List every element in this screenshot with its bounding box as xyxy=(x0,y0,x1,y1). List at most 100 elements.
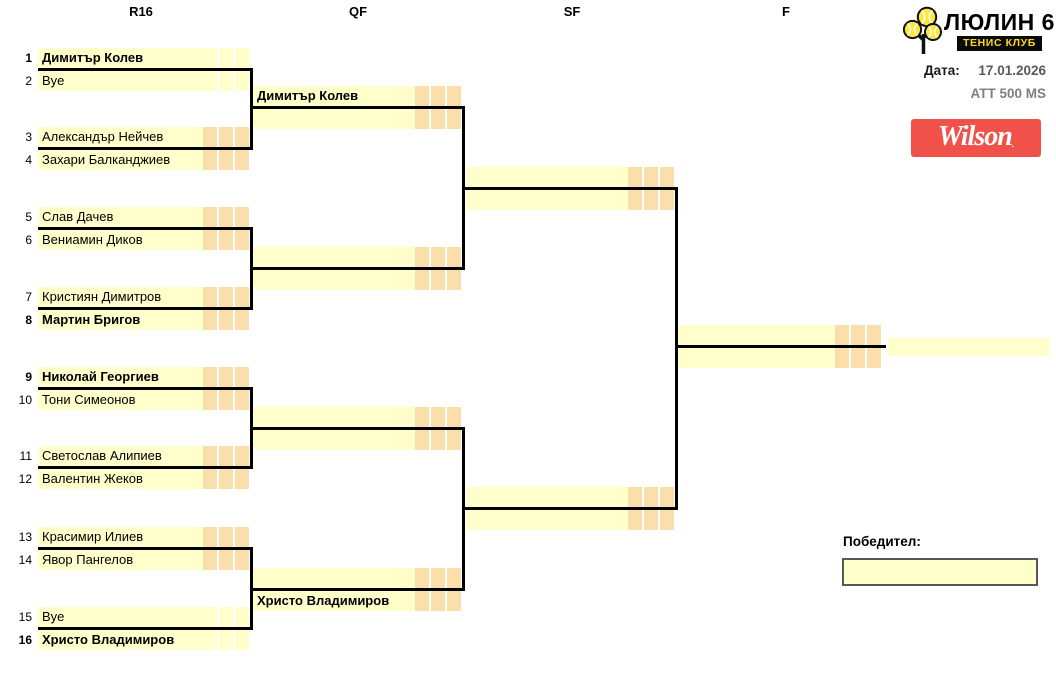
final-player-slot[interactable] xyxy=(678,325,837,345)
r16-player-slot[interactable]: Светослав Алипиев xyxy=(38,446,205,466)
score-cell[interactable] xyxy=(235,630,249,650)
score-cell[interactable] xyxy=(415,591,429,611)
score-cell[interactable] xyxy=(235,390,249,410)
score-cell[interactable] xyxy=(447,109,461,129)
r16-player-slot[interactable]: Кристиян Димитров xyxy=(38,287,205,307)
score-cell[interactable] xyxy=(660,167,674,187)
score-cell[interactable] xyxy=(219,71,233,91)
score-cell[interactable] xyxy=(644,487,658,507)
r16-player-slot[interactable]: Валентин Жеков xyxy=(38,469,205,489)
score-cell[interactable] xyxy=(203,390,217,410)
score-cell[interactable] xyxy=(835,325,849,345)
score-cell[interactable] xyxy=(431,568,445,588)
qf-player-slot[interactable]: Димитър Колев xyxy=(253,86,417,106)
score-cell[interactable] xyxy=(628,190,642,210)
score-cell[interactable] xyxy=(447,591,461,611)
score-cell[interactable] xyxy=(431,86,445,106)
sf-player-slot[interactable] xyxy=(466,487,630,507)
score-cell[interactable] xyxy=(235,230,249,250)
r16-player-slot[interactable]: Димитър Колев xyxy=(38,48,205,68)
score-cell[interactable] xyxy=(447,430,461,450)
qf-player-slot[interactable] xyxy=(253,430,417,450)
score-cell[interactable] xyxy=(203,287,217,307)
sf-player-slot[interactable] xyxy=(466,190,630,210)
score-cell[interactable] xyxy=(235,446,249,466)
r16-player-slot[interactable]: Тони Симеонов xyxy=(38,390,205,410)
score-cell[interactable] xyxy=(235,71,249,91)
score-cell[interactable] xyxy=(447,247,461,267)
score-cell[interactable] xyxy=(644,167,658,187)
score-cell[interactable] xyxy=(219,48,233,68)
score-cell[interactable] xyxy=(203,207,217,227)
score-cell[interactable] xyxy=(235,287,249,307)
score-cell[interactable] xyxy=(235,469,249,489)
score-cell[interactable] xyxy=(447,568,461,588)
score-cell[interactable] xyxy=(851,325,865,345)
qf-player-slot[interactable] xyxy=(253,407,417,427)
score-cell[interactable] xyxy=(219,287,233,307)
score-cell[interactable] xyxy=(219,230,233,250)
qf-player-slot[interactable] xyxy=(253,270,417,290)
score-cell[interactable] xyxy=(203,446,217,466)
score-cell[interactable] xyxy=(219,207,233,227)
score-cell[interactable] xyxy=(203,71,217,91)
score-cell[interactable] xyxy=(203,150,217,170)
sf-player-slot[interactable] xyxy=(466,510,630,530)
score-cell[interactable] xyxy=(660,510,674,530)
score-cell[interactable] xyxy=(867,325,881,345)
r16-player-slot[interactable]: Христо Владимиров xyxy=(38,630,205,650)
score-cell[interactable] xyxy=(447,407,461,427)
qf-player-slot[interactable] xyxy=(253,109,417,129)
score-cell[interactable] xyxy=(203,127,217,147)
r16-player-slot[interactable]: Александър Нейчев xyxy=(38,127,205,147)
score-cell[interactable] xyxy=(415,430,429,450)
score-cell[interactable] xyxy=(219,150,233,170)
score-cell[interactable] xyxy=(203,469,217,489)
score-cell[interactable] xyxy=(235,150,249,170)
score-cell[interactable] xyxy=(851,348,865,368)
score-cell[interactable] xyxy=(835,348,849,368)
qf-player-slot[interactable] xyxy=(253,568,417,588)
score-cell[interactable] xyxy=(447,86,461,106)
score-cell[interactable] xyxy=(867,348,881,368)
score-cell[interactable] xyxy=(644,510,658,530)
score-cell[interactable] xyxy=(431,407,445,427)
champion-slot[interactable] xyxy=(888,338,1050,356)
final-player-slot[interactable] xyxy=(678,348,837,368)
sf-player-slot[interactable] xyxy=(466,167,630,187)
r16-player-slot[interactable]: Красимир Илиев xyxy=(38,527,205,547)
score-cell[interactable] xyxy=(219,607,233,627)
score-cell[interactable] xyxy=(219,446,233,466)
score-cell[interactable] xyxy=(219,550,233,570)
score-cell[interactable] xyxy=(431,591,445,611)
score-cell[interactable] xyxy=(219,310,233,330)
r16-player-slot[interactable]: Захари Балканджиев xyxy=(38,150,205,170)
score-cell[interactable] xyxy=(644,190,658,210)
score-cell[interactable] xyxy=(219,390,233,410)
qf-player-slot[interactable]: Христо Владимиров xyxy=(253,591,417,611)
r16-player-slot[interactable]: Слав Дачев xyxy=(38,207,205,227)
score-cell[interactable] xyxy=(219,630,233,650)
score-cell[interactable] xyxy=(219,527,233,547)
score-cell[interactable] xyxy=(415,270,429,290)
score-cell[interactable] xyxy=(235,207,249,227)
score-cell[interactable] xyxy=(203,550,217,570)
score-cell[interactable] xyxy=(415,568,429,588)
score-cell[interactable] xyxy=(235,550,249,570)
score-cell[interactable] xyxy=(203,607,217,627)
score-cell[interactable] xyxy=(235,527,249,547)
score-cell[interactable] xyxy=(415,86,429,106)
score-cell[interactable] xyxy=(203,367,217,387)
score-cell[interactable] xyxy=(235,607,249,627)
score-cell[interactable] xyxy=(628,510,642,530)
score-cell[interactable] xyxy=(415,109,429,129)
score-cell[interactable] xyxy=(203,230,217,250)
r16-player-slot[interactable]: Bye xyxy=(38,71,205,91)
score-cell[interactable] xyxy=(235,127,249,147)
score-cell[interactable] xyxy=(219,127,233,147)
winner-box[interactable] xyxy=(842,558,1038,586)
score-cell[interactable] xyxy=(203,527,217,547)
r16-player-slot[interactable]: Мартин Бригов xyxy=(38,310,205,330)
score-cell[interactable] xyxy=(431,430,445,450)
score-cell[interactable] xyxy=(415,407,429,427)
